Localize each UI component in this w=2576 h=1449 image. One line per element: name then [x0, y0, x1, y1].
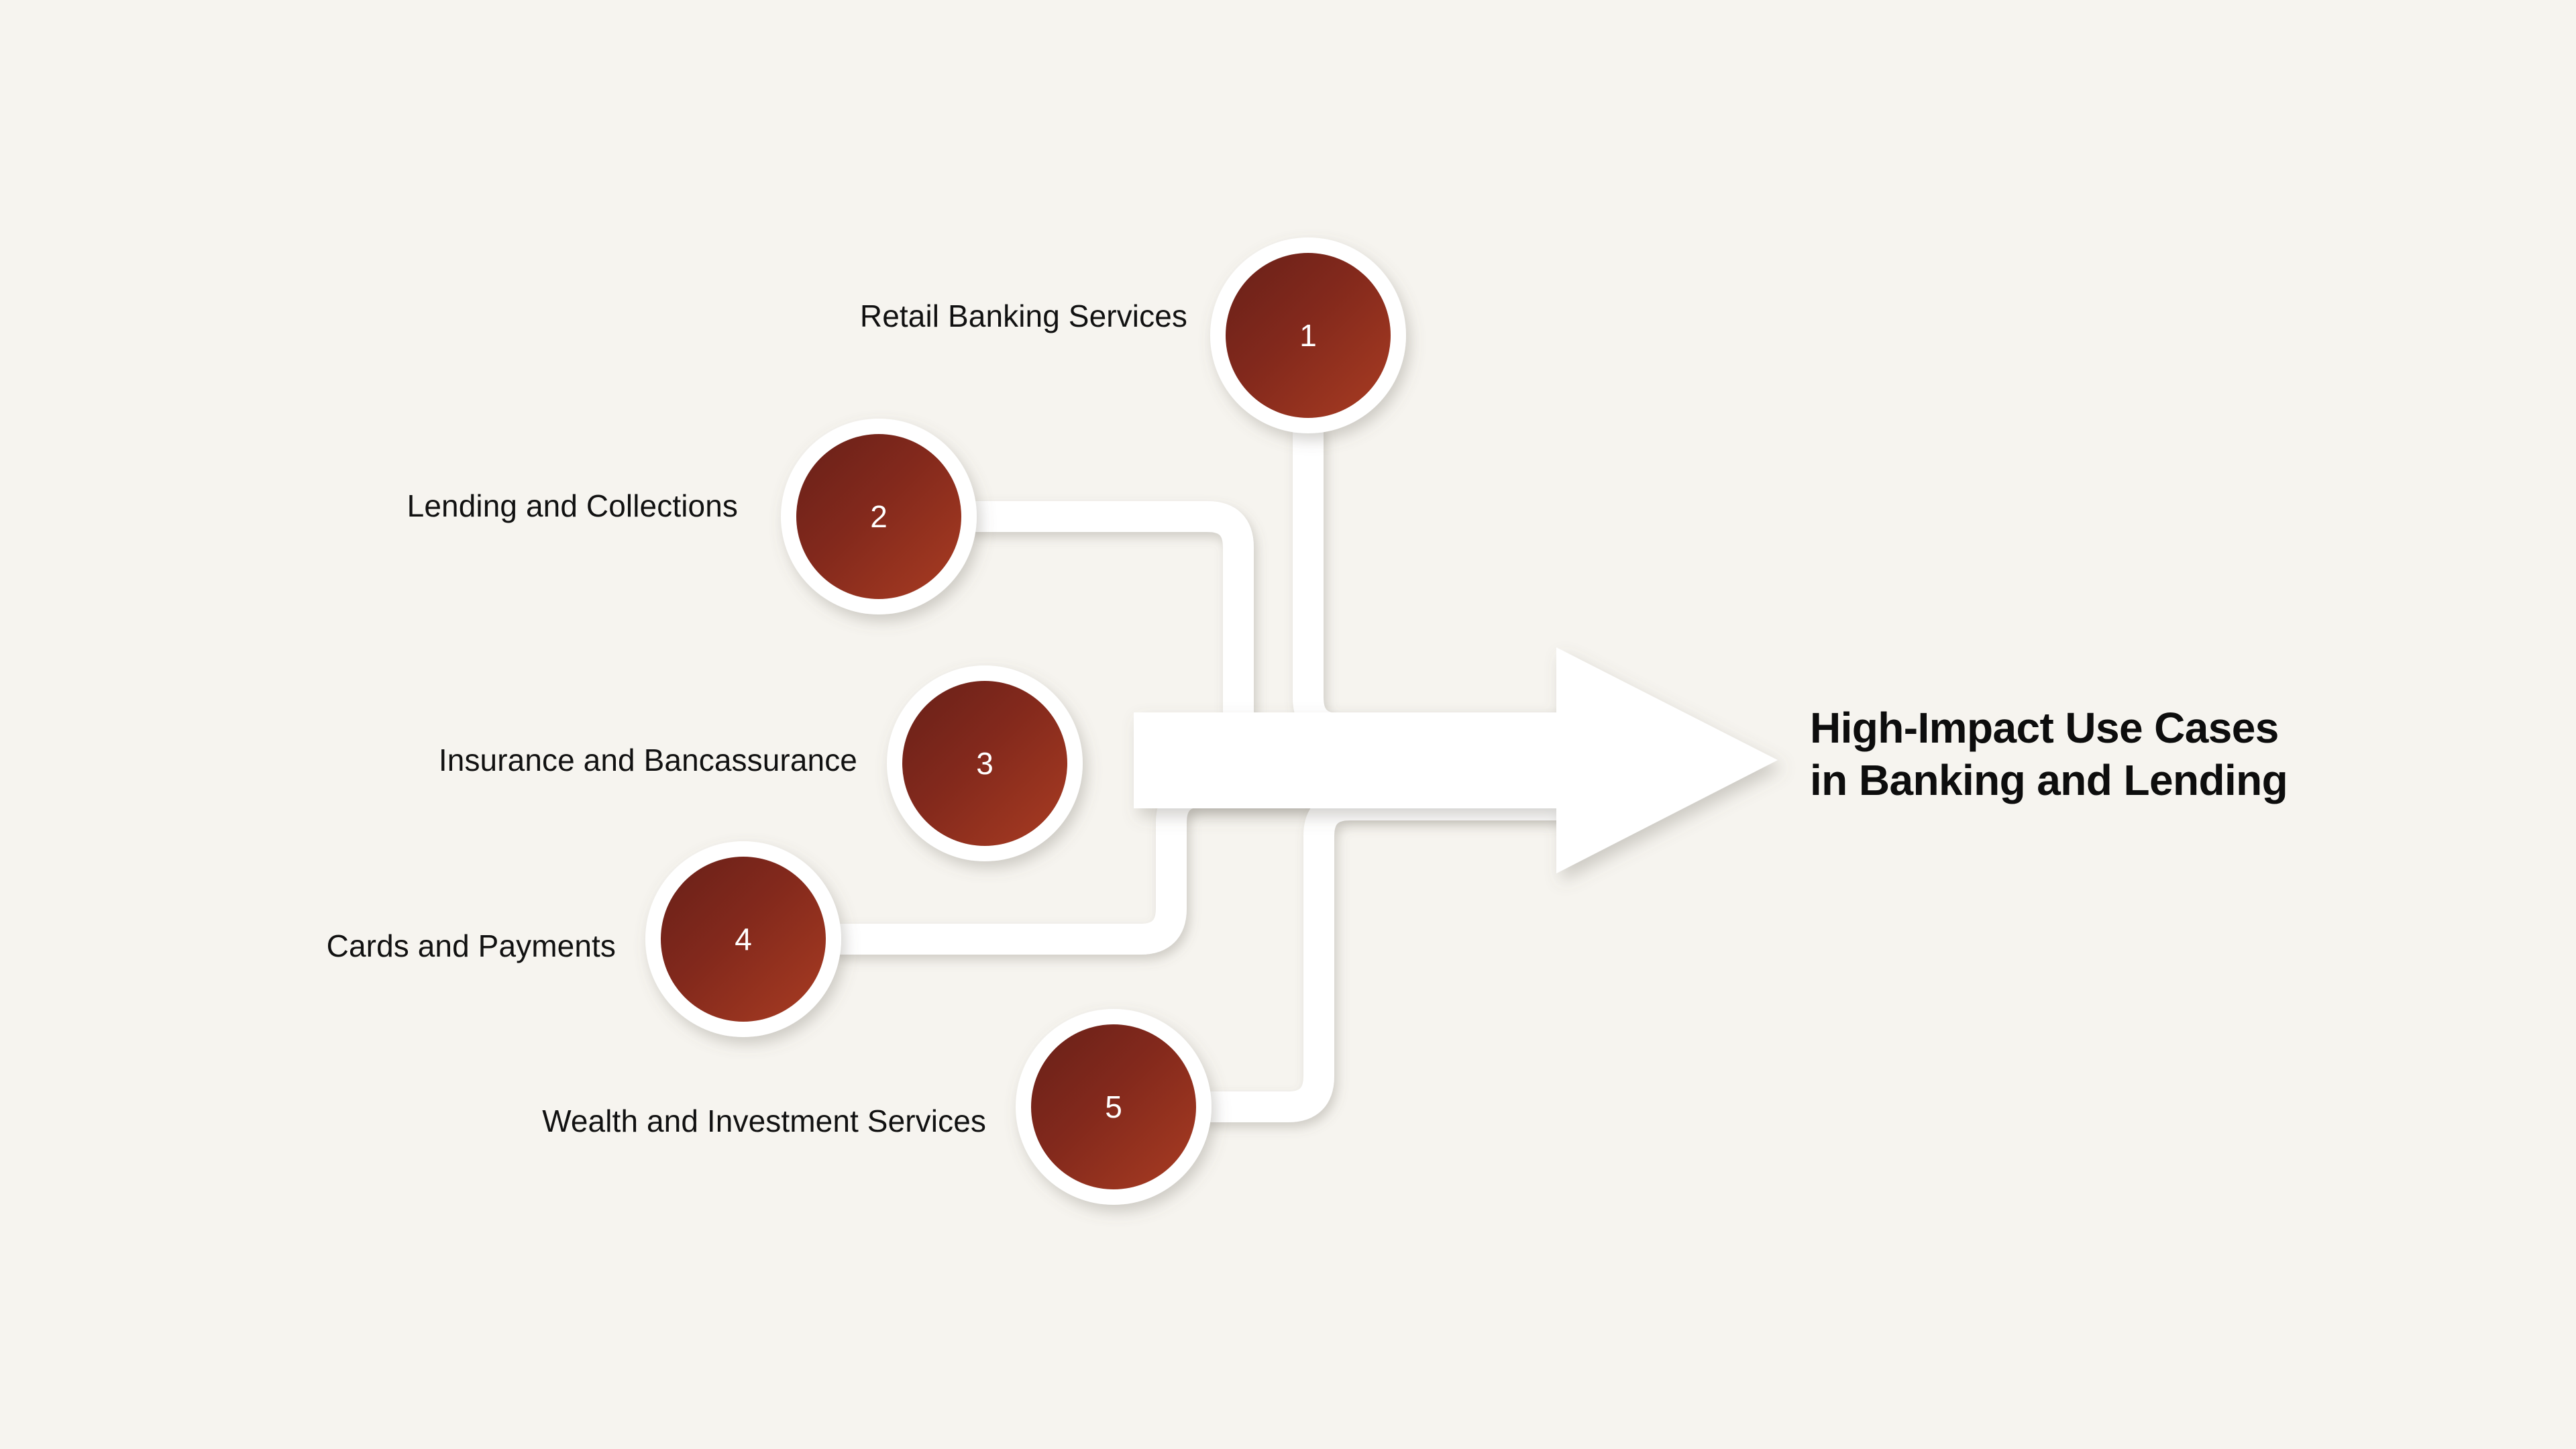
headline-line-1: High-Impact Use Cases	[1810, 704, 2279, 752]
node-4[interactable]	[645, 841, 841, 1037]
node-5[interactable]	[1016, 1009, 1212, 1205]
node-label-insurance-and-bancassurance: Insurance and Bancassurance	[438, 743, 857, 777]
node-label-lending-and-collections: Lending and Collections	[407, 488, 738, 523]
node-3[interactable]	[887, 665, 1083, 861]
node-2[interactable]	[781, 419, 977, 614]
right-arrow-shape	[1134, 647, 1778, 873]
node-label-retail-banking-services: Retail Banking Services	[859, 299, 1187, 333]
connector-node-5	[1196, 790, 1572, 1122]
connector-node-1	[1293, 418, 1572, 744]
headline-line-2: in Banking and Lending	[1810, 756, 2288, 805]
node-1[interactable]	[1210, 237, 1406, 433]
node-label-cards-and-payments: Cards and Payments	[326, 928, 616, 963]
node-circles	[645, 237, 1406, 1205]
node-label-wealth-and-investment-services: Wealth and Investment Services	[542, 1104, 986, 1138]
headline: High-Impact Use Cases in Banking and Len…	[1810, 702, 2494, 806]
